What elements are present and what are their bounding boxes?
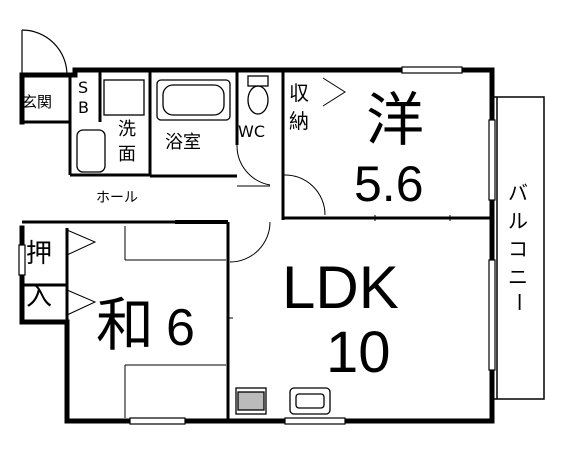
tick-marks — [227, 215, 451, 319]
room-yokushitsu-label: 浴室 — [165, 132, 201, 153]
doors — [175, 144, 326, 263]
room-ldk-size: 10 — [326, 320, 391, 385]
balcony-char-5: ー — [507, 292, 531, 312]
outer-walls — [19, 67, 495, 424]
room-senmen-label-1: 洗 — [118, 119, 136, 140]
room-yo-label: 洋 — [366, 88, 424, 153]
room-senmen-label-2: 面 — [118, 144, 136, 165]
windows — [18, 66, 496, 425]
balcony-char-3: コ — [508, 237, 528, 261]
room-sb-label-top: S — [78, 78, 88, 97]
room-sb-label-bottom: B — [78, 98, 89, 117]
room-wa-label: 和 — [96, 293, 154, 358]
balcony-char-1: バ — [508, 181, 528, 205]
room-shuno-label-1: 収 — [289, 81, 309, 105]
oshiire-hatch — [66, 77, 346, 316]
washbasin-icon — [76, 79, 145, 173]
balcony-char-4: ニ — [508, 265, 528, 289]
room-wc-label: WC — [238, 122, 265, 141]
room-ldk-label: LDK — [282, 254, 399, 321]
room-oshiire-label-1: 押 — [26, 239, 52, 269]
room-wa-size: 6 — [166, 299, 195, 357]
balcony-label: バ ル コ ニ ー — [507, 181, 531, 312]
interior-walls — [22, 72, 492, 421]
room-hall-label: ホール — [96, 190, 138, 206]
toilet-icon — [247, 75, 269, 115]
bathtub-icon — [156, 79, 231, 121]
balcony-outline — [491, 96, 545, 400]
kitchen-counter — [235, 387, 331, 415]
balcony-char-2: ル — [508, 209, 528, 233]
tatami-lines — [124, 226, 226, 418]
entrance-door — [21, 29, 68, 76]
room-yo-size: 5.6 — [354, 156, 424, 212]
room-oshiire-label-2: 入 — [26, 282, 52, 312]
room-genkan-label: 玄関 — [22, 93, 52, 111]
room-shuno-label-2: 納 — [289, 109, 309, 133]
